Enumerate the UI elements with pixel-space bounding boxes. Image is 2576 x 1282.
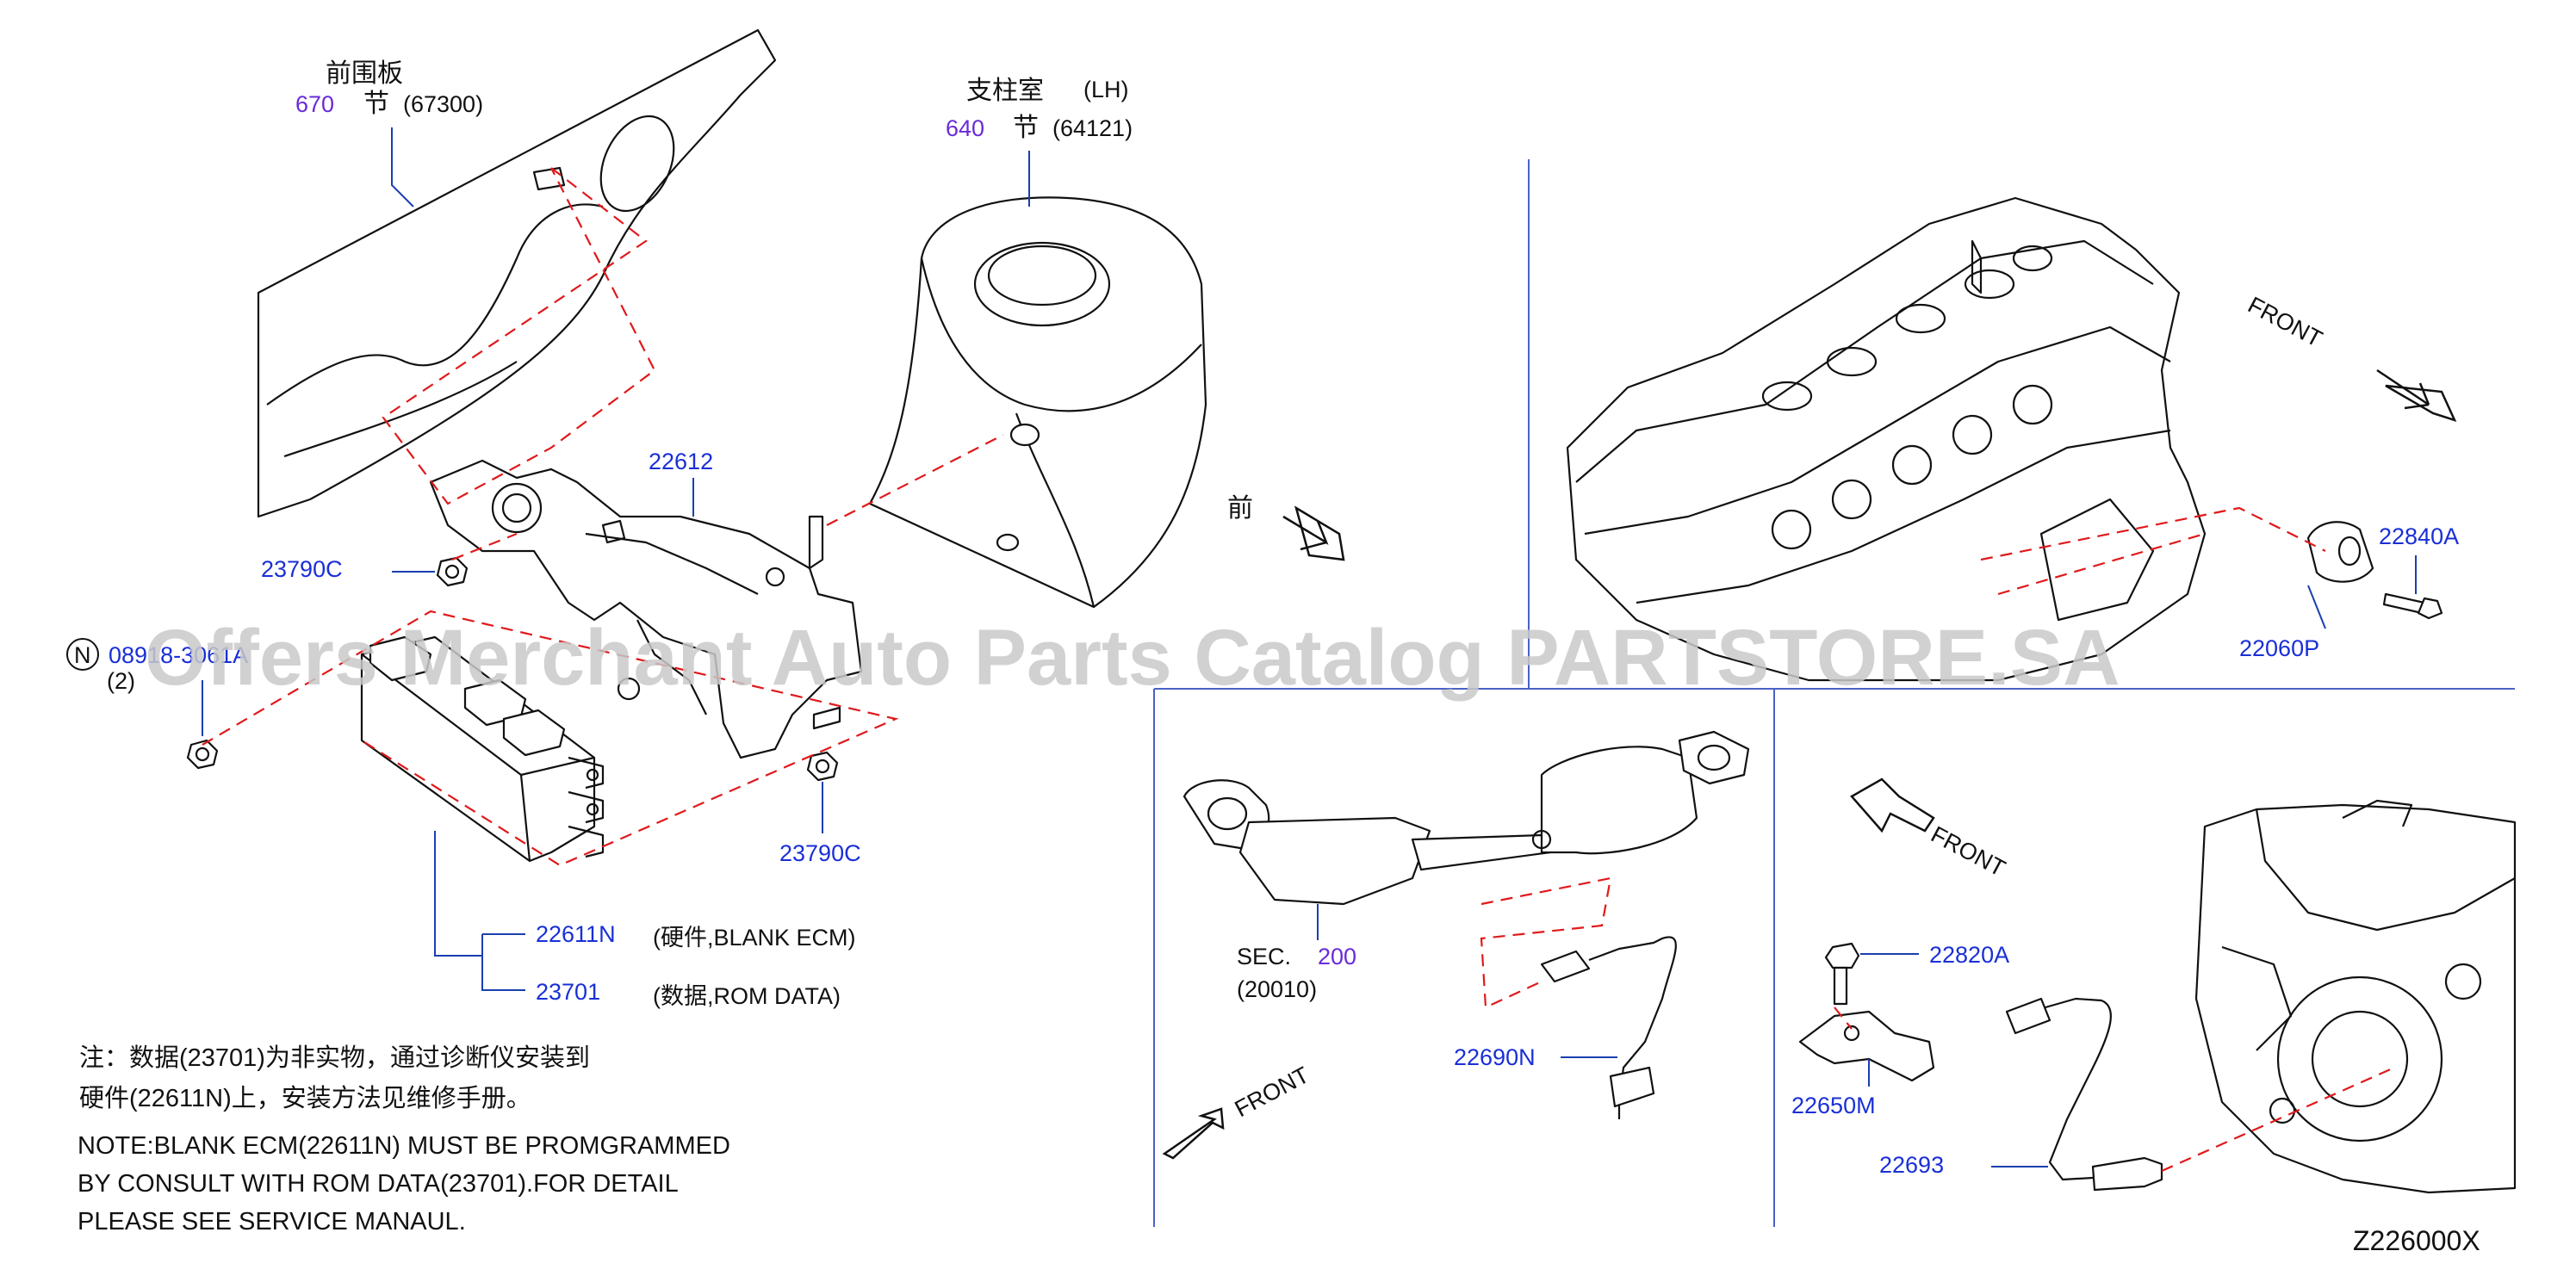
knock-bolt-partno: 22060P xyxy=(2239,635,2319,661)
assembly-dashes-knock xyxy=(1980,506,2326,596)
notes-block: 注：数据(23701)为非实物，通过诊断仪安装到 硬件(22611N)上，安装方… xyxy=(78,1044,730,1236)
bolt-22820a-drawing xyxy=(1824,942,1860,1006)
strut-housing-side: (LH) xyxy=(1083,77,1129,102)
front-arrow-cn-label: 前 xyxy=(1227,494,1253,523)
nut-upper-drawing xyxy=(436,556,469,587)
watermark: Offers Merchant Auto Parts Catalog PARTS… xyxy=(145,614,2120,702)
strut-housing-name: 支柱室 xyxy=(966,77,1044,105)
exhaust-front-label: FRONT xyxy=(1231,1062,1313,1122)
engine-top-front: FRONT xyxy=(2244,292,2457,423)
bracket-22650m-partno: 22650M xyxy=(1791,1093,1876,1118)
assembly-dashes-bottom xyxy=(1834,1006,2395,1173)
bolt-label: N 08918-3061A (2) xyxy=(66,638,248,736)
strut-housing-jie: 节 xyxy=(1013,114,1039,142)
note-cn-line1: 注：数据(23701)为非实物，通过诊断仪安装到 xyxy=(79,1044,590,1072)
strut-housing-drawing xyxy=(868,196,1207,609)
exhaust-front: FRONT xyxy=(1162,1062,1313,1160)
bolt-partno: 08918-3061A xyxy=(109,642,248,668)
strut-housing-label: 支柱室 (LH) 640 节 (64121) xyxy=(946,77,1133,207)
bracket-partno: 22612 xyxy=(649,449,713,474)
exhaust-sec-label: SEC. xyxy=(1237,944,1291,969)
engine-bottom-front: FRONT xyxy=(1850,777,2009,882)
strut-housing-code: (64121) xyxy=(1052,115,1133,141)
bolt-drawing xyxy=(186,739,219,770)
bracket-22650m-drawing xyxy=(1798,1010,1935,1082)
o2-sensor-upstream-partno: 22690N xyxy=(1454,1044,1536,1070)
ecm-data-desc: (数据,ROM DATA) xyxy=(653,983,841,1009)
exhaust-sec-num: 200 xyxy=(1318,944,1356,969)
o2-sensor-downstream-drawing xyxy=(2005,997,2163,1192)
note-en-line2: BY CONSULT WITH ROM DATA(23701).FOR DETA… xyxy=(78,1170,679,1198)
ecm-data-partno: 23701 xyxy=(536,979,600,1005)
nut-lower-drawing xyxy=(806,751,839,782)
front-arrow-cn: 前 xyxy=(1227,494,1345,561)
exhaust-sec-code: (20010) xyxy=(1237,976,1317,1002)
ecm-blank-partno: 22611N xyxy=(536,921,616,947)
bolt-symbol: N xyxy=(74,642,91,668)
engine-top-front-label: FRONT xyxy=(2244,292,2326,352)
engine-bottom-drawing xyxy=(2194,799,2517,1194)
dash-panel-name: 前围板 xyxy=(326,59,403,88)
diagram-code: Z226000X xyxy=(2353,1225,2480,1256)
strut-housing-sec: 640 xyxy=(946,115,984,141)
o2-sensor-downstream-partno: 22693 xyxy=(1879,1152,1944,1178)
o2-sensor-upstream-drawing xyxy=(1540,936,1677,1119)
dash-panel-code: (67300) xyxy=(403,91,483,117)
ecm-unit-drawing xyxy=(360,635,605,863)
dash-panel-sec: 670 xyxy=(295,91,334,117)
note-cn-line2: 硬件(22611N)上，安装方法见维修手册。 xyxy=(79,1084,531,1112)
assembly-dashes-ecm xyxy=(202,167,1004,867)
nut-lower-partno: 23790C xyxy=(779,840,861,866)
nut-upper-partno: 23790C xyxy=(261,556,343,582)
dash-panel-label: 前围板 670 节 (67300) xyxy=(295,59,483,207)
knock-sensor-partno: 22840A xyxy=(2379,523,2459,549)
engine-top-drawing xyxy=(1566,196,2207,682)
ecm-bracket-label: 22612 xyxy=(649,449,713,517)
engine-bottom-front-label: FRONT xyxy=(1927,821,2009,882)
ecm-blank-desc: (硬件,BLANK ECM) xyxy=(653,925,856,951)
dash-panel-drawing xyxy=(257,28,777,518)
note-en-line1: NOTE:BLANK ECM(22611N) MUST BE PROMGRAMM… xyxy=(78,1132,730,1160)
bolt-qty: (2) xyxy=(107,668,135,694)
exhaust-drawing xyxy=(1182,730,1750,906)
note-en-line3: PLEASE SEE SERVICE MANAUL. xyxy=(78,1208,466,1236)
ecm-bracket-drawing xyxy=(429,459,863,759)
panel-frames xyxy=(1153,159,2515,1227)
bolt-22820a-partno: 22820A xyxy=(1929,942,2009,968)
dash-panel-jie: 节 xyxy=(363,90,389,118)
ecm-leader xyxy=(434,831,525,991)
assembly-dashes-exhaust xyxy=(1480,876,1612,1009)
knock-sensor-drawing xyxy=(2306,521,2443,620)
